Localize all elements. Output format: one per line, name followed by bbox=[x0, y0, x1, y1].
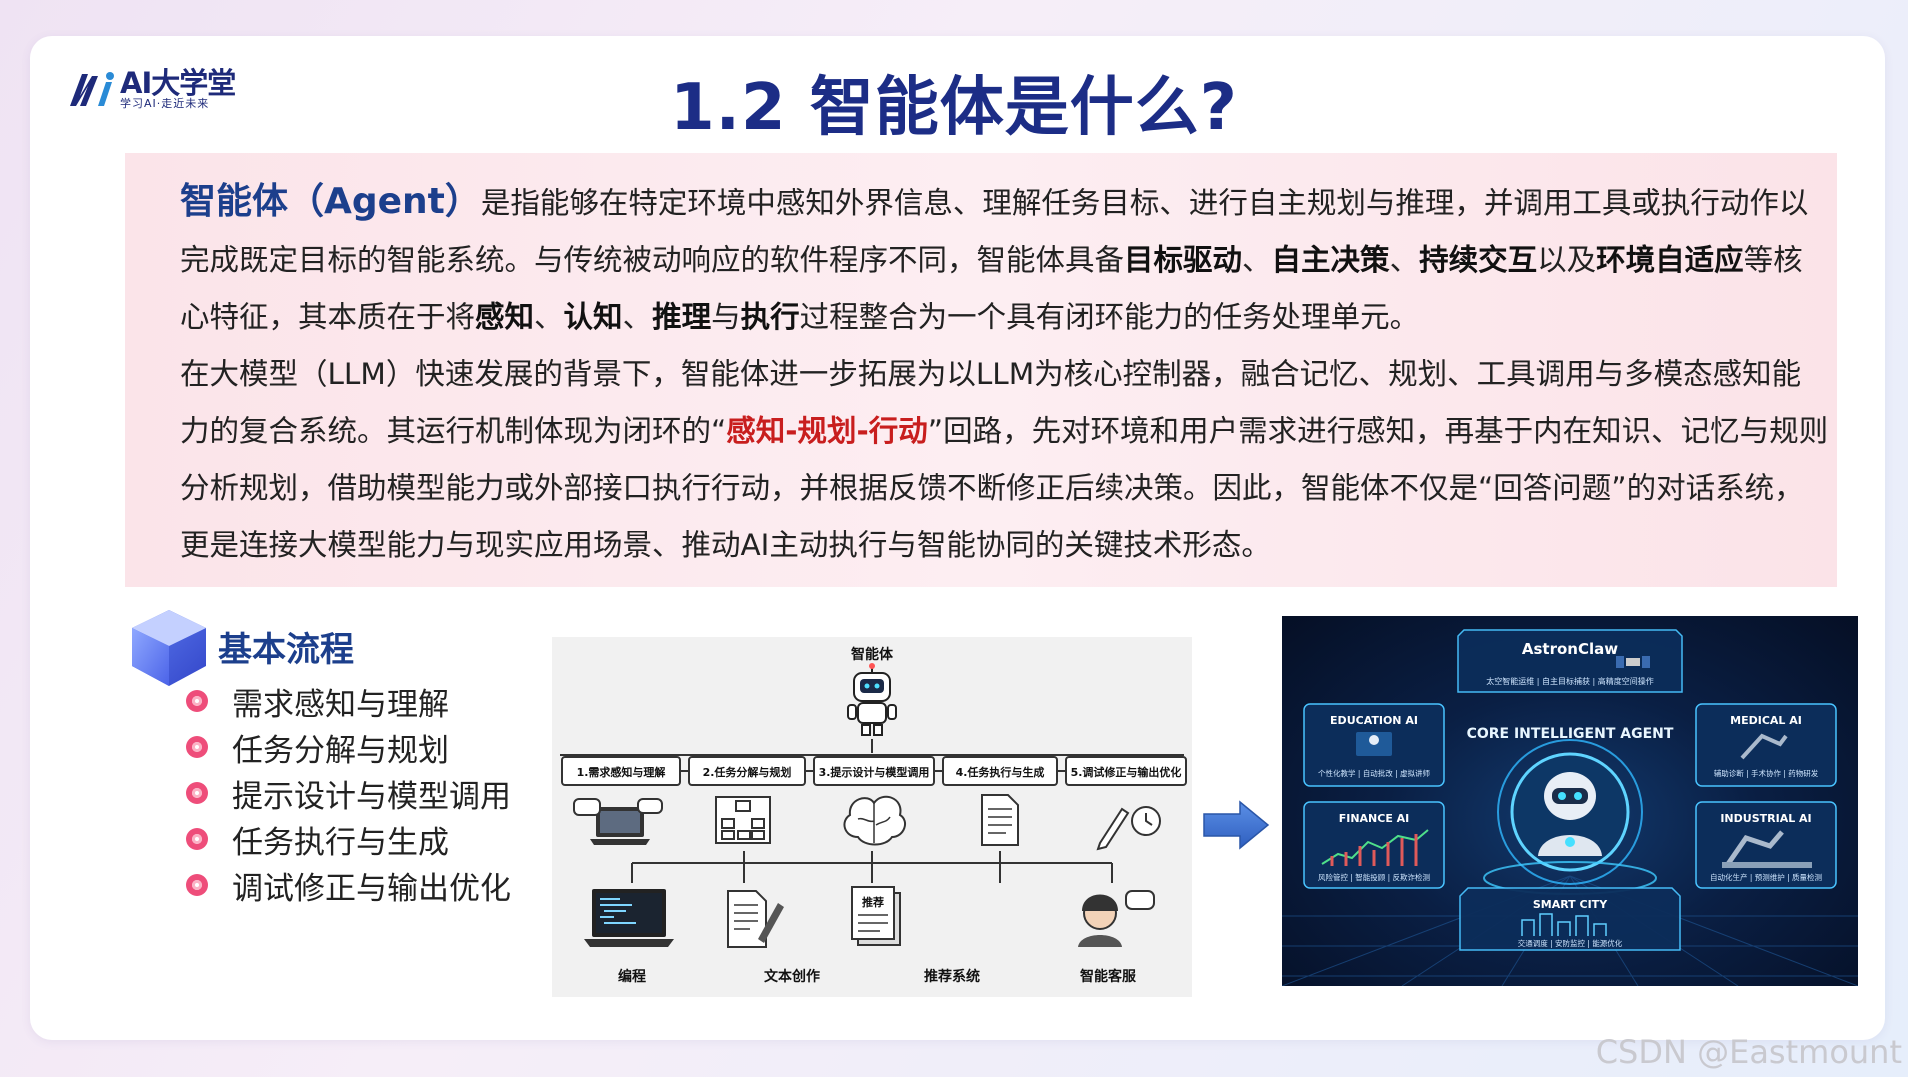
list-item: 提示设计与模型调用 bbox=[186, 770, 511, 816]
stage-label: 1.需求感知与理解 bbox=[577, 765, 666, 779]
keyword-reason: 推理 bbox=[652, 300, 712, 334]
robot-icon bbox=[847, 663, 897, 736]
keyword-goal: 目标驱动 bbox=[1124, 243, 1243, 277]
laptop-chat-icon bbox=[573, 798, 663, 845]
astronclaw-card: AstronClaw 太空智能运维 | 自主目标捕获 | 高精度空间操作 bbox=[1457, 629, 1683, 693]
list-item: 需求感知与理解 bbox=[186, 678, 511, 724]
industrial-card: INDUSTRIAL AI 自动化生产 | 预测维护 | 质量检测 bbox=[1695, 801, 1837, 889]
bullet-icon bbox=[186, 736, 208, 758]
app-label: 文本创作 bbox=[764, 968, 820, 985]
robot-icon bbox=[1538, 772, 1602, 856]
recommend-doc-icon: 推荐 bbox=[851, 886, 901, 946]
keyword-perceive: 感知 bbox=[475, 300, 535, 334]
card-sub: 交通调度 | 安防监控 | 能源优化 bbox=[1518, 938, 1623, 948]
step-label: 调试修正与输出优化 bbox=[232, 870, 511, 907]
step-label: 需求感知与理解 bbox=[232, 686, 449, 723]
satellite-icon bbox=[1616, 656, 1650, 668]
card-title: EDUCATION AI bbox=[1330, 714, 1418, 727]
bullet-icon bbox=[186, 874, 208, 896]
diagram-agent-label: 智能体 bbox=[850, 646, 894, 663]
definition-paragraph-2: 在大模型（LLM）快速发展的背景下，智能体进一步拓展为以LLM为核心控制器，融合… bbox=[180, 346, 1830, 574]
card-title: FINANCE AI bbox=[1339, 812, 1410, 825]
keyword-interact: 持续交互 bbox=[1419, 243, 1538, 277]
card-title: SMART CITY bbox=[1533, 898, 1608, 911]
def-text: 与 bbox=[711, 300, 741, 334]
step-label: 提示设计与模型调用 bbox=[232, 778, 511, 815]
logo-mark-icon bbox=[70, 72, 114, 106]
card-sub: 个性化教学 | 自动批改 | 虚拟讲师 bbox=[1318, 768, 1431, 778]
def-sep: 、 bbox=[1242, 243, 1272, 277]
center-label: CORE INTELLIGENT AGENT bbox=[1467, 726, 1674, 742]
keyword-adapt: 环境自适应 bbox=[1596, 243, 1744, 277]
card-sub: 太空智能运维 | 自主目标捕获 | 高精度空间操作 bbox=[1486, 676, 1654, 686]
agent-term: 智能体（Agent） bbox=[180, 181, 481, 222]
def-text: ”回路，先对环境和用户需求进行感知，再基于内在知识、记忆与规则分析规划，借助模型… bbox=[180, 414, 1829, 562]
def-text: 以及 bbox=[1537, 243, 1597, 277]
card-title: AstronClaw bbox=[1522, 640, 1618, 658]
stage-label: 3.提示设计与模型调用 bbox=[819, 765, 930, 779]
app-label: 智能客服 bbox=[1079, 968, 1137, 985]
app-label: 编程 bbox=[618, 968, 646, 985]
card-title: INDUSTRIAL AI bbox=[1720, 812, 1811, 825]
logo-name: AI大学堂 bbox=[120, 66, 236, 100]
bullet-icon bbox=[186, 690, 208, 712]
step-label: 任务分解与规划 bbox=[232, 732, 449, 769]
def-text: 过程整合为一个具有闭环能力的任务处理单元。 bbox=[799, 300, 1420, 334]
code-laptop-icon bbox=[584, 889, 674, 947]
stage-label: 2.任务分解与规划 bbox=[703, 765, 792, 779]
arrow-right-icon bbox=[1203, 800, 1270, 850]
stage-box bbox=[1065, 756, 1187, 786]
card-sub: 自动化生产 | 预测维护 | 质量检测 bbox=[1710, 872, 1822, 882]
hierarchy-icon bbox=[715, 796, 771, 844]
definition-paragraph-1: 智能体（Agent）是指能够在特定环境中感知外界信息、理解任务目标、进行自主规划… bbox=[180, 173, 1830, 346]
loop-highlight: 感知-规划-行动 bbox=[726, 414, 928, 448]
list-item: 调试修正与输出优化 bbox=[186, 862, 511, 908]
card-title: MEDICAL AI bbox=[1730, 714, 1802, 727]
finance-card: FINANCE AI 风险管控 | 智能投顾 | 反欺诈检测 bbox=[1303, 801, 1445, 889]
medical-card: MEDICAL AI 辅助诊断 | 手术协作 | 药物研发 bbox=[1695, 703, 1837, 787]
document-icon bbox=[981, 794, 1019, 846]
education-card: EDUCATION AI 个性化教学 | 自动批改 | 虚拟讲师 bbox=[1303, 703, 1445, 787]
watermark: CSDN @Eastmount bbox=[1595, 1033, 1902, 1071]
app-label: 推荐系统 bbox=[924, 968, 980, 985]
stage-label: 5.调试修正与输出优化 bbox=[1071, 765, 1182, 779]
def-text: 是指能够在特定环境中感知外界信息、理解任务目标、进行自主规划与推理，并调用工具或… bbox=[180, 186, 1809, 277]
def-text: 在大模型（LLM）快速发展的背景下，智能体进一步拓展为以LLM为核心控制器，融合… bbox=[180, 357, 1802, 448]
keyword-execute: 执行 bbox=[740, 300, 800, 334]
page-title: 1.2 智能体是什么? bbox=[670, 71, 1238, 145]
keyword-decide: 自主决策 bbox=[1271, 243, 1390, 277]
customer-service-icon bbox=[1078, 890, 1155, 947]
logo-slogan: 学习AI·走近未来 bbox=[120, 97, 210, 110]
stage-label: 4.任务执行与生成 bbox=[956, 765, 1045, 779]
card-sub: 风险管控 | 智能投顾 | 反欺诈检测 bbox=[1318, 872, 1430, 882]
agent-applications-panel: CORE INTELLIGENT AGENT AstronClaw 太空智能运维… bbox=[1282, 616, 1858, 986]
stage-boxes: 1.需求感知与理解 2.任务分解与规划 3.提示设计与模型调用 4.任务执行与生… bbox=[561, 756, 1187, 786]
recommend-tag: 推荐 bbox=[862, 895, 884, 909]
def-sep: 、 bbox=[534, 300, 564, 334]
bullet-icon bbox=[186, 782, 208, 804]
keyword-cognize: 认知 bbox=[563, 300, 623, 334]
logo: AI大学堂 学习AI·走近未来 bbox=[66, 66, 236, 110]
pen-clock-icon bbox=[1096, 806, 1161, 851]
list-item: 任务分解与规划 bbox=[186, 724, 511, 770]
def-sep: 、 bbox=[622, 300, 653, 334]
definition-box: 智能体（Agent）是指能够在特定环境中感知外界信息、理解任务目标、进行自主规划… bbox=[125, 153, 1837, 587]
flow-steps: 需求感知与理解 任务分解与规划 提示设计与模型调用 任务执行与生成 调试修正与输… bbox=[186, 678, 511, 908]
cube-icon bbox=[132, 610, 206, 686]
step-label: 任务执行与生成 bbox=[232, 824, 449, 861]
def-text: 等核心特征，其本质在于将 bbox=[180, 243, 1803, 334]
list-item: 任务执行与生成 bbox=[186, 816, 511, 862]
agent-flow-diagram: 智能体 1.需求感知与理解 2.任务分解与规划 3.提示设计与模型调用 4.任务… bbox=[552, 637, 1192, 997]
def-sep: 、 bbox=[1389, 243, 1420, 277]
writing-icon bbox=[727, 890, 784, 948]
smart-city-card: SMART CITY 交通调度 | 安防监控 | 能源优化 bbox=[1459, 887, 1681, 951]
brain-icon bbox=[843, 795, 907, 846]
flow-title: 基本流程 bbox=[218, 629, 354, 670]
flow-header: 基本流程 bbox=[126, 606, 354, 690]
card-sub: 辅助诊断 | 手术协作 | 药物研发 bbox=[1714, 768, 1819, 778]
bullet-icon bbox=[186, 828, 208, 850]
